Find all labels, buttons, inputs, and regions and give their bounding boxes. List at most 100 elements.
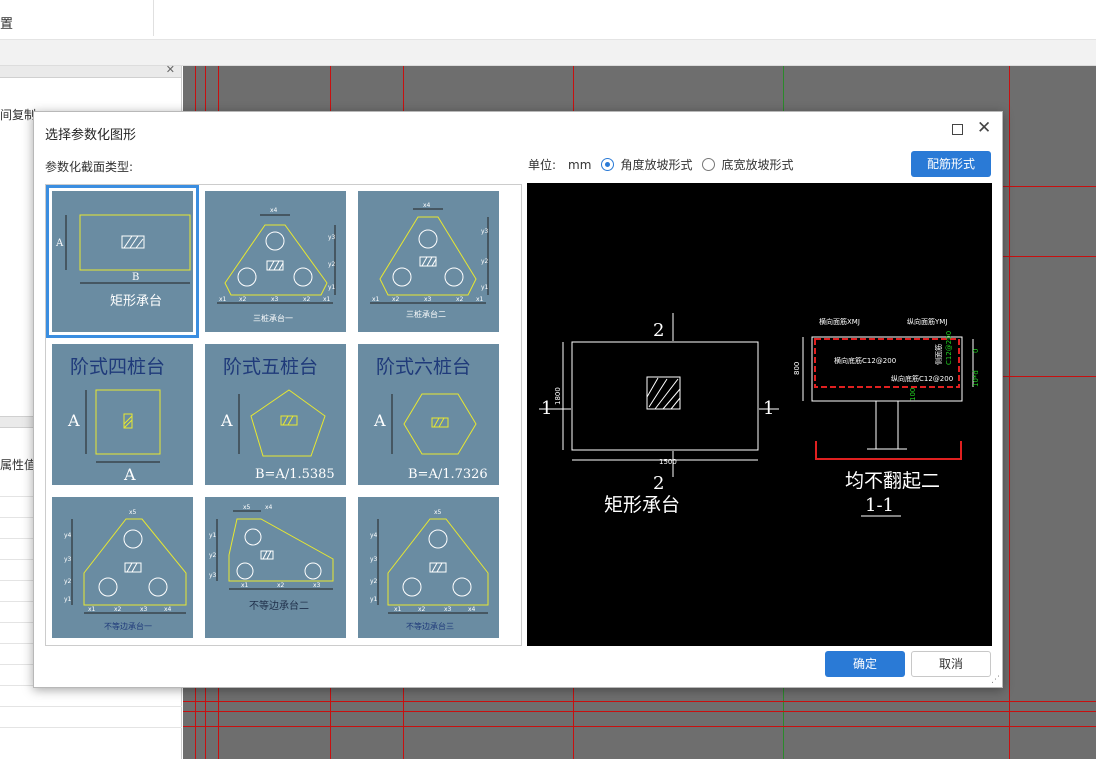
left-panel-header: ✕ xyxy=(0,63,181,78)
section-dim-top: 0 xyxy=(972,349,980,353)
shape-tile-stepped-five-pile[interactable]: 阶式五桩台 A B=A/1.5385 xyxy=(199,338,352,491)
top-menubar: 置 xyxy=(0,0,1096,40)
close-icon[interactable]: ✕ xyxy=(165,63,175,76)
shape-title: 阶式六桩台 xyxy=(376,356,471,378)
shape-tile-unequal-cap-1[interactable]: x5 y4 y3 y2 y1 x1 x2 x3 x4 不等边承台一 xyxy=(46,491,199,644)
plan-dim-height: 1800 xyxy=(554,387,562,405)
section-label-side-spec: C12@200 xyxy=(945,331,953,365)
dim-label: y2 xyxy=(370,578,378,585)
dim-label: x1 xyxy=(476,296,484,303)
shape-tile-stepped-six-pile[interactable]: 阶式六桩台 A B=A/1.7326 xyxy=(352,338,505,491)
dim-label: y4 xyxy=(370,532,378,539)
dialog-title: 选择参数化图形 xyxy=(45,128,137,143)
radio-angle-slope[interactable] xyxy=(601,158,615,171)
shape-title: 不等边承台二 xyxy=(249,599,309,612)
dim-label: B=A/1.5385 xyxy=(255,467,335,482)
dim-label: x2 xyxy=(303,296,311,303)
dim-label: y1 xyxy=(328,284,336,291)
dim-label: x5 xyxy=(434,509,442,516)
dim-label: x1 xyxy=(372,296,380,303)
three-pile-cap-1-thumbnail: x4 y3 y2 y1 x1 x2 x3 x2 x1 三桩承台一 xyxy=(205,191,346,332)
preview-drawing: 2 2 1 1 1500 1800 矩形承台 横向面筋XMJ 纵向面筋YMJ 横… xyxy=(539,313,980,517)
gallery-scrollbar[interactable] xyxy=(521,271,522,486)
table-row[interactable] xyxy=(0,707,182,728)
dim-label: x2 xyxy=(392,296,400,303)
toolbar-strip xyxy=(0,40,1096,66)
dim-label: x2 xyxy=(456,296,464,303)
dim-label: x1 xyxy=(219,296,227,303)
ok-button[interactable]: 确定 xyxy=(825,651,905,677)
dim-label: x1 xyxy=(394,606,402,613)
dim-label: x4 xyxy=(164,606,172,613)
shape-title: 三桩承台一 xyxy=(253,313,293,323)
stepped-five-pile-thumbnail: 阶式五桩台 A B=A/1.5385 xyxy=(205,344,346,485)
dim-label: y3 xyxy=(209,572,217,579)
radio-angle-slope-label[interactable]: 角度放坡形式 xyxy=(620,158,693,172)
shape-gallery: A B 矩形承台 x4 y3 y2 y1 x1 xyxy=(45,184,522,646)
section-dim-height: 800 xyxy=(793,362,801,375)
dim-label: y3 xyxy=(328,234,336,241)
dim-label: y4 xyxy=(64,532,72,539)
plan-label-left: 1 xyxy=(541,398,552,419)
dim-label: y1 xyxy=(209,532,217,539)
dim-label: y1 xyxy=(481,284,489,291)
dim-label: y3 xyxy=(481,228,489,235)
shape-tile-three-pile-cap-1[interactable]: x4 y3 y2 y1 x1 x2 x3 x2 x1 三桩承台一 xyxy=(199,185,352,338)
dim-label: x4 xyxy=(265,504,273,511)
select-parametric-shape-dialog: 选择参数化图形 ✕ 参数化截面类型: 单位: mm 角度放坡形式 底宽放坡形式 … xyxy=(33,111,1003,688)
dim-label: x3 xyxy=(140,606,148,613)
shape-tile-rect-cap[interactable]: A B 矩形承台 xyxy=(46,185,199,338)
section-dim-side: 10*d xyxy=(972,370,980,387)
maximize-icon[interactable] xyxy=(952,124,963,135)
menu-fragment[interactable]: 置 xyxy=(0,17,14,32)
shape-preview: 2 2 1 1 1500 1800 矩形承台 横向面筋XMJ 纵向面筋YMJ 横… xyxy=(527,183,992,646)
plan-label-bottom: 2 xyxy=(653,473,664,494)
dim-label: y2 xyxy=(481,258,489,265)
stepped-four-pile-thumbnail: 阶式四桩台 A A xyxy=(52,344,193,485)
shape-title: 阶式四桩台 xyxy=(70,356,165,378)
dim-label: y2 xyxy=(328,261,336,268)
shape-tile-unequal-cap-2[interactable]: x5 x4 y1 y2 y3 x1 x2 x3 不等边承台二 xyxy=(199,491,352,644)
resize-grip-icon[interactable]: ⋰ xyxy=(991,675,1000,685)
rebar-form-button[interactable]: 配筋形式 xyxy=(911,151,991,177)
dim-label: A xyxy=(55,238,64,249)
dim-label: x1 xyxy=(323,296,331,303)
dim-label: x2 xyxy=(114,606,122,613)
shape-title: 三桩承台二 xyxy=(406,309,446,319)
rect-cap-thumbnail: A B 矩形承台 xyxy=(52,191,193,332)
section-label-mid: 横向底筋C12@200 xyxy=(834,356,896,365)
dim-label: x1 xyxy=(241,582,249,589)
unit-value: mm xyxy=(568,157,592,172)
unequal-cap-2-thumbnail: x5 x4 y1 y2 y3 x1 x2 x3 不等边承台二 xyxy=(205,497,346,638)
three-pile-cap-2-thumbnail: x4 y3 y2 y1 x1 x2 x3 x2 x1 三桩承台二 xyxy=(358,191,499,332)
shape-tile-stepped-four-pile[interactable]: 阶式四桩台 A A xyxy=(46,338,199,491)
dim-label: x3 xyxy=(271,296,279,303)
dim-label: y1 xyxy=(370,596,378,603)
shape-tile-unequal-cap-3[interactable]: x5 y4 y3 y2 y1 x1 x2 x3 x4 不等边承台三 xyxy=(352,491,505,644)
section-dim-cover: 100 xyxy=(909,388,917,401)
dim-label: x4 xyxy=(270,207,278,214)
dim-label: x3 xyxy=(444,606,452,613)
dim-label: x1 xyxy=(88,606,96,613)
copy-button[interactable]: 间复制 xyxy=(0,108,37,122)
radio-bottom-width-slope[interactable] xyxy=(702,158,716,171)
dim-label: y3 xyxy=(370,556,378,563)
section-label-top-left: 横向面筋XMJ xyxy=(819,317,860,326)
table-row[interactable] xyxy=(0,686,182,707)
unit-label: 单位: xyxy=(528,158,557,172)
menu-separator xyxy=(153,0,154,36)
plan-label-right: 1 xyxy=(763,398,774,419)
stepped-six-pile-thumbnail: 阶式六桩台 A B=A/1.7326 xyxy=(358,344,499,485)
dim-label: x5 xyxy=(129,509,137,516)
unit-row: 单位: mm 角度放坡形式 底宽放坡形式 xyxy=(528,156,793,173)
cancel-button[interactable]: 取消 xyxy=(911,651,991,677)
shape-title: 矩形承台 xyxy=(110,294,162,309)
shape-tile-three-pile-cap-2[interactable]: x4 y3 y2 y1 x1 x2 x3 x2 x1 三桩承台二 xyxy=(352,185,505,338)
dim-label: x3 xyxy=(313,582,321,589)
dim-label: x2 xyxy=(277,582,285,589)
section-name: 1-1 xyxy=(865,495,894,516)
shape-title: 不等边承台一 xyxy=(104,621,152,631)
close-icon[interactable]: ✕ xyxy=(977,118,992,138)
shape-title: 不等边承台三 xyxy=(406,621,454,631)
radio-bottom-width-slope-label[interactable]: 底宽放坡形式 xyxy=(721,158,794,172)
